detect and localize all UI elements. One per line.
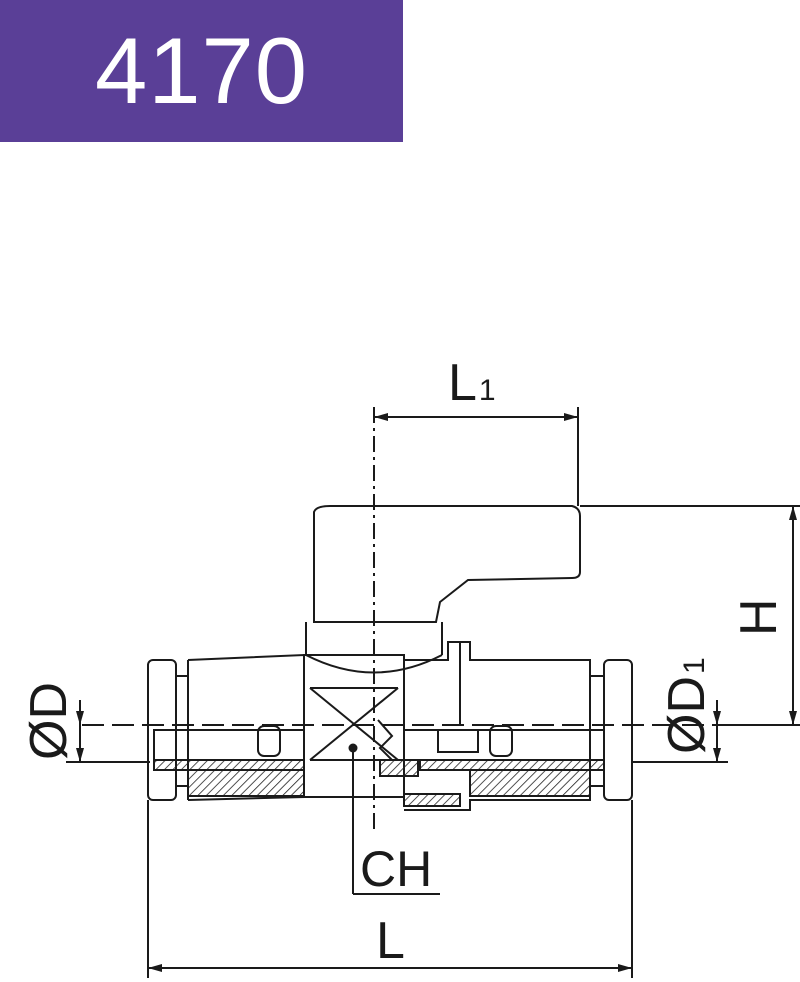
valve-handle xyxy=(313,505,581,623)
label-od: ØD xyxy=(20,682,78,760)
dimension-od1 xyxy=(632,700,728,763)
product-code: 4170 xyxy=(94,18,309,123)
ball-seat xyxy=(377,719,419,777)
valve-stem xyxy=(305,621,443,674)
label-l: L xyxy=(376,912,405,970)
right-end-fitting xyxy=(403,659,633,807)
label-od1: ØD1 xyxy=(658,657,716,754)
dimension-l1 xyxy=(374,407,579,506)
product-code-banner: 4170 xyxy=(0,0,403,142)
label-ch: CH xyxy=(360,841,432,897)
dimension-h xyxy=(580,505,800,726)
label-l1: L1 xyxy=(448,354,496,412)
dimension-ch-leader xyxy=(348,743,440,895)
dimension-od xyxy=(66,700,150,763)
dimension-l xyxy=(147,800,633,978)
label-h: H xyxy=(730,598,788,636)
left-end-fitting xyxy=(147,659,305,801)
